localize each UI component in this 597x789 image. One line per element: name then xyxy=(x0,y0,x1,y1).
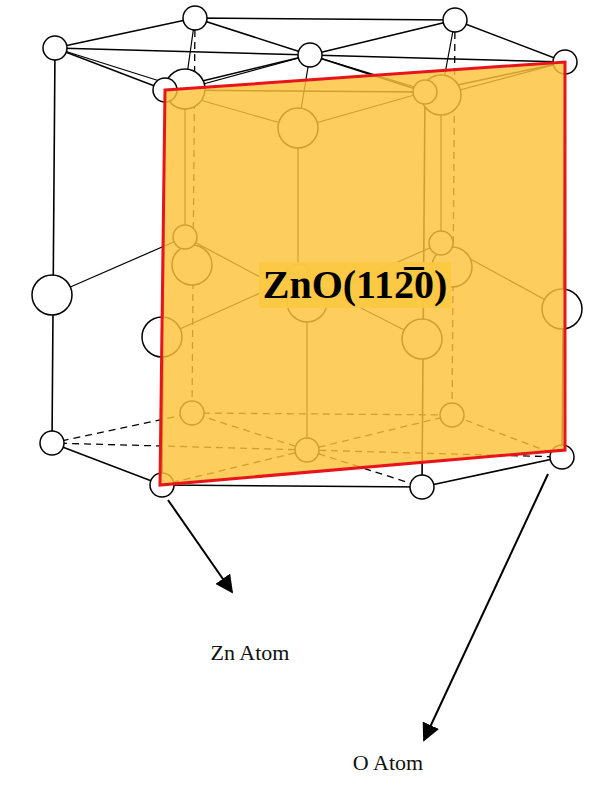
plane-label: ZnO(112̅0) xyxy=(259,262,451,308)
leader-arrows xyxy=(168,474,548,740)
plane-fill xyxy=(160,62,565,485)
crystal-plane: ZnO(112̅0) xyxy=(155,55,575,495)
atom-label: Zn Atom xyxy=(211,640,290,666)
atom-label: O Atom xyxy=(353,750,423,776)
cell-edges xyxy=(52,18,565,487)
zn-atoms xyxy=(40,6,577,499)
